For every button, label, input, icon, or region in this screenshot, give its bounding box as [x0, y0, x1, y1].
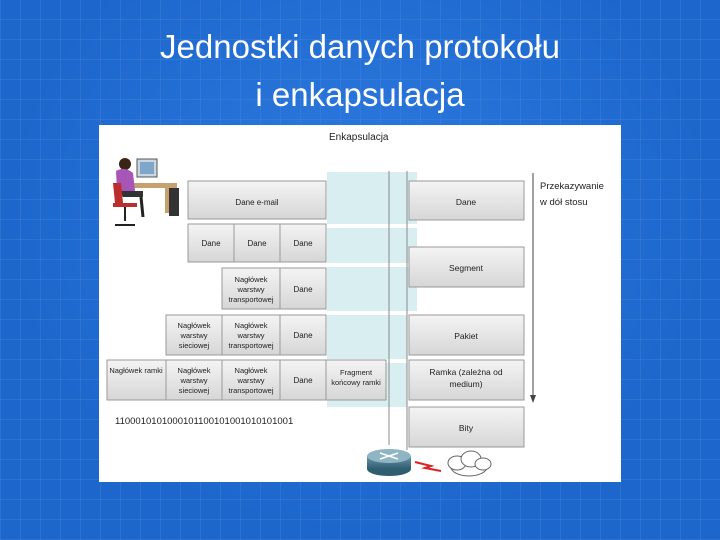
data-block-1-label: Dane	[201, 239, 221, 248]
network-header-r5-l2: warstwy	[179, 376, 207, 385]
band-4	[327, 315, 407, 359]
data-box-row5	[279, 359, 327, 401]
transport-header-r3-l3: transportowej	[228, 295, 273, 304]
frame-trailer-l1: Fragment	[340, 368, 373, 377]
direction-arrow-head	[530, 395, 536, 403]
pdu-data-label: Dane	[456, 197, 477, 207]
encapsulation-diagram: Enkapsulacja Przekazywanie w dół stosu D…	[99, 125, 621, 477]
pdu-packet-box	[408, 314, 525, 356]
transport-header-r4-l1: Nagłówek	[235, 321, 268, 330]
transport-header-r4-l3: transportowej	[228, 341, 273, 350]
direction-label-line-2: w dół stosu	[539, 197, 588, 208]
band-3	[327, 267, 417, 311]
data-block-2	[233, 223, 281, 263]
transport-header-r5-l2: warstwy	[236, 376, 264, 385]
data-r4-label: Dane	[293, 331, 313, 340]
network-header-r5-l3: sieciowej	[179, 386, 210, 395]
slide-title-line-2: i enkapsulacja	[255, 76, 465, 113]
data-r3-label: Dane	[293, 285, 313, 294]
transport-header-box-row5	[221, 359, 281, 401]
pdu-frame-l2: medium)	[449, 379, 482, 389]
network-header-r4-l1: Nagłówek	[178, 321, 211, 330]
data-box-row3	[279, 267, 327, 310]
pdu-bits-label: Bity	[459, 423, 474, 433]
pdu-frame-box	[408, 359, 525, 401]
network-header-r4-l2: warstwy	[179, 331, 207, 340]
transport-header-r3-l1: Nagłówek	[235, 275, 268, 284]
pdu-segment-label: Segment	[449, 263, 484, 273]
pdu-data-box	[408, 180, 525, 221]
data-block-2-label: Dane	[247, 239, 267, 248]
transport-header-r5-l1: Nagłówek	[235, 366, 268, 375]
figure-header-strip	[99, 125, 621, 147]
data-block-3	[279, 223, 327, 263]
email-data-box	[187, 180, 327, 220]
figure-header: Enkapsulacja	[329, 132, 389, 143]
router-icon	[367, 449, 411, 476]
lightning-link-icon	[414, 461, 442, 472]
frame-trailer-box	[325, 359, 387, 401]
data-block-1	[187, 223, 235, 263]
computer-user-icon	[113, 158, 179, 226]
pdu-packet-label: Pakiet	[454, 331, 478, 341]
pdu-segment-box	[408, 246, 525, 288]
data-block-3-label: Dane	[293, 239, 313, 248]
transport-header-box-row3	[221, 267, 281, 310]
encapsulation-figure: Enkapsulacja Przekazywanie w dół stosu D…	[99, 125, 621, 482]
pdu-frame-l1: Ramka (zależna od	[429, 367, 503, 377]
frame-trailer-l2: końcowy ramki	[331, 378, 381, 387]
network-header-box-row5	[165, 359, 223, 401]
band-2	[327, 228, 417, 263]
pdu-bits-box	[408, 406, 525, 448]
transport-header-box-row4	[221, 314, 281, 356]
transport-header-r3-l2: warstwy	[236, 285, 264, 294]
bits-string: 1100010101000101100101001010101001	[115, 416, 293, 427]
network-header-r5-l1: Nagłówek	[178, 366, 211, 375]
data-r5-label: Dane	[293, 376, 313, 385]
slide-title-line-1: Jednostki danych protokołu	[160, 28, 560, 65]
network-header-r4-l3: sieciowej	[179, 341, 210, 350]
data-box-row4	[279, 314, 327, 356]
transport-header-r5-l3: transportowej	[228, 386, 273, 395]
frame-header-label: Nagłówek ramki	[109, 366, 163, 375]
cloud-icon	[447, 450, 492, 477]
direction-label-line-1: Przekazywanie	[540, 181, 604, 192]
email-data-label: Dane e-mail	[235, 198, 278, 207]
network-header-box-row4	[165, 314, 223, 356]
band-1	[327, 172, 417, 224]
transport-header-r4-l2: warstwy	[236, 331, 264, 340]
